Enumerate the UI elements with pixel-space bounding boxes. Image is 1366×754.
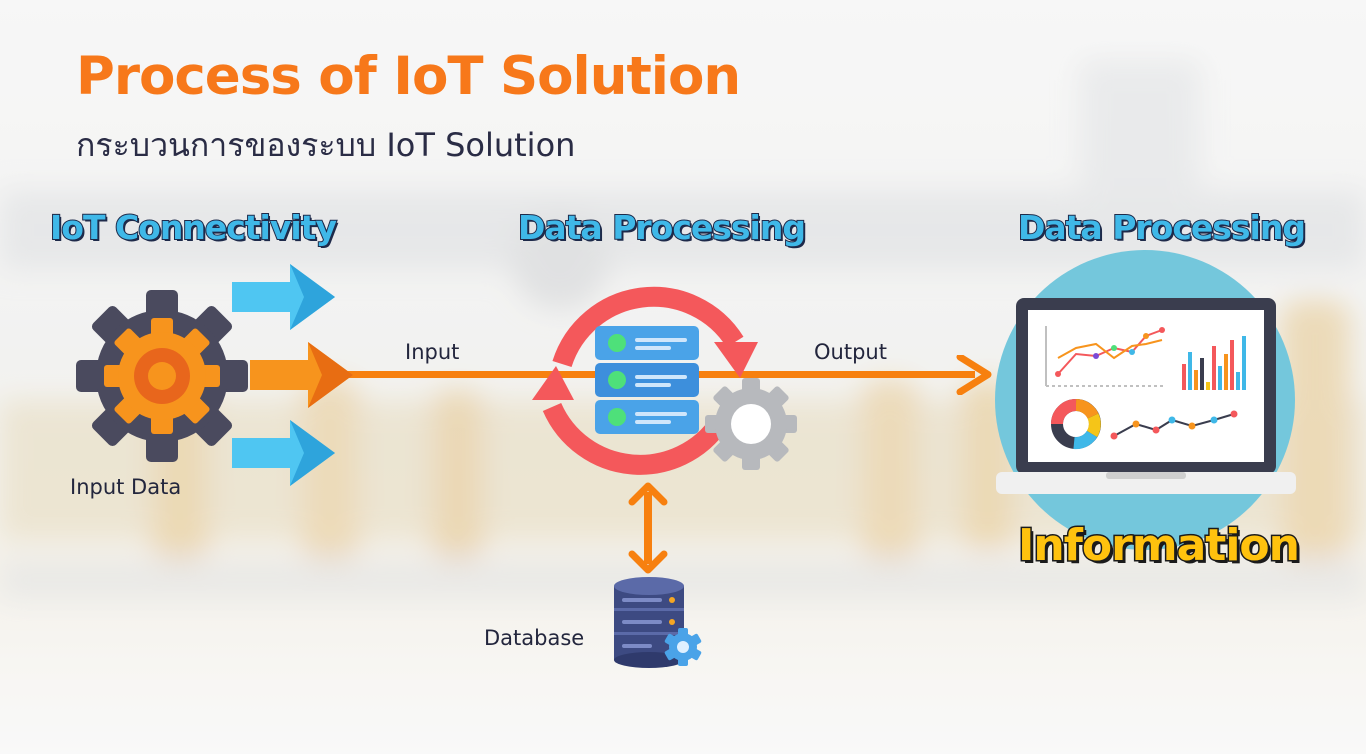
page-title: Process of IoT Solution [76,46,741,107]
information-label: Information [1017,519,1302,573]
stage-title-connectivity: IoT Connectivity [49,207,338,248]
server-icon [595,326,699,434]
gear-icon [76,290,248,462]
database-icon [614,577,702,668]
input-arrow-top [232,264,335,330]
page-subtitle: กระบวนการของระบบ IoT Solution [76,126,576,164]
input-label: Input [405,340,460,364]
input-arrow-bottom [232,420,335,486]
settings-gear-icon [705,378,797,470]
input-data-label: Input Data [70,475,182,499]
input-arrow-middle [250,342,353,408]
laptop-dashboard-icon [996,298,1296,494]
stage-title-processing: Data Processing [517,207,807,248]
database-label: Database [484,626,585,650]
output-label: Output [814,340,887,364]
database-link-arrow [628,482,668,574]
processing-cycle-icon [532,286,758,475]
stage-title-output: Data Processing [1017,207,1307,248]
